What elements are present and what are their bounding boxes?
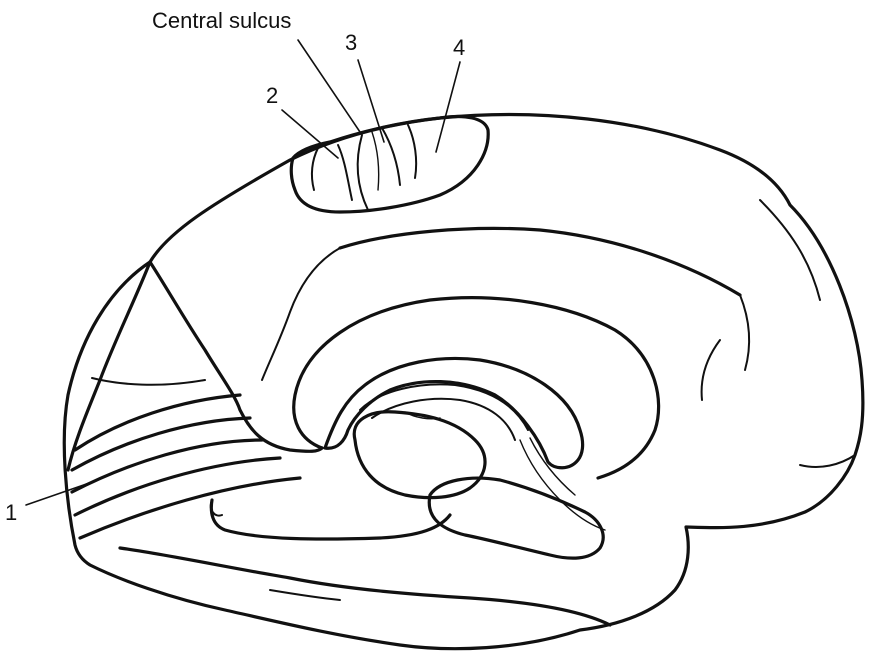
- leader-central-sulcus: [297, 39, 361, 133]
- corpus-callosum-inner-1: [359, 383, 529, 431]
- corpus-callosum-inner-2: [371, 397, 516, 441]
- label-3: 3: [345, 30, 357, 55]
- frontal-orbital-line: [799, 454, 856, 468]
- occipital-sulcus-upper: [91, 377, 206, 386]
- gyrus-line-3: [381, 127, 401, 186]
- cingulate-gyrus-arch: [292, 296, 661, 480]
- cingulate-gyrus-upper-boundary: [148, 260, 324, 453]
- brainstem: [427, 476, 605, 560]
- label-central-sulcus: Central sulcus: [152, 8, 291, 33]
- thalamus-detail: [404, 411, 441, 420]
- paracentral-lobule-outline: [289, 114, 490, 214]
- occipital-lower-line: [269, 589, 341, 601]
- leader-4: [435, 61, 461, 153]
- gyrus-line-4b: [371, 131, 380, 191]
- temporal-small-curve: [209, 499, 223, 517]
- cingulate-sulcus: [338, 226, 742, 297]
- label-1: 1: [5, 500, 17, 525]
- leader-1: [25, 479, 99, 506]
- corpus-callosum-outer: [323, 356, 585, 470]
- calcarine-band-4: [73, 456, 282, 517]
- calcarine-band-5: [78, 476, 302, 540]
- gyrus-line-4a: [407, 124, 418, 179]
- calcarine-band-1: [73, 393, 242, 452]
- thalamus: [352, 410, 487, 500]
- frontal-gyrus-line-2: [739, 294, 751, 371]
- leader-2: [281, 109, 339, 159]
- temporal-lobe-boundary: [209, 498, 452, 541]
- label-4: 4: [453, 35, 465, 60]
- hemisphere-outline: [62, 112, 865, 651]
- gyrus-line-2b: [337, 144, 353, 201]
- calcarine-band-3: [70, 438, 264, 494]
- cingulate-sulcus-tail: [261, 247, 341, 381]
- fornix-line-2: [529, 437, 576, 496]
- calcarine-band-2: [70, 416, 252, 472]
- gyrus-line-2a: [310, 147, 319, 191]
- label-2: 2: [266, 83, 278, 108]
- frontal-gyrus-line-3: [700, 339, 721, 401]
- inferior-temporal-line: [118, 546, 612, 627]
- leader-3: [357, 59, 385, 143]
- frontal-gyrus-line-1: [759, 199, 821, 301]
- central-sulcus-line: [356, 134, 369, 211]
